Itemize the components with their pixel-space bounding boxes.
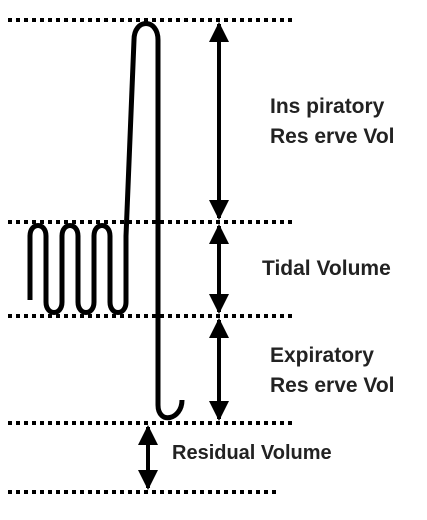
inspiratory-reserve-label: Ins piratory Res erve Vol — [270, 95, 395, 148]
residual-volume-label: Residual Volume — [172, 442, 332, 464]
spirogram-trace — [27, 21, 185, 421]
tidal-volume-label: Tidal Volume — [262, 257, 391, 280]
expiratory-reserve-label: Expiratory Res erve Vol — [270, 344, 395, 397]
